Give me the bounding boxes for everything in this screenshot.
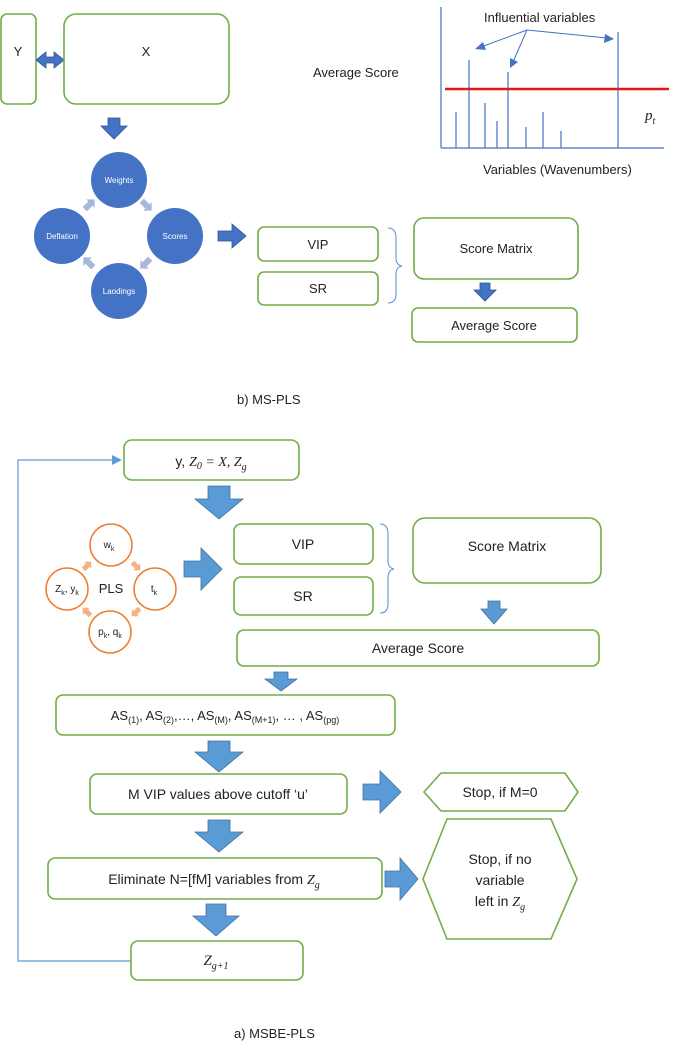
zk-yk-circle <box>45 567 89 611</box>
plot-average-score-label: Average Score <box>313 65 399 80</box>
deflation-circle <box>34 208 90 264</box>
deflation-label: Deflation <box>46 232 78 241</box>
down-arrow-as-to-cutoff <box>193 740 245 773</box>
as-sequence-label: AS(1), AS(2),…, AS(M), AS(M+1), … , AS(p… <box>111 708 340 725</box>
eliminate-box <box>47 857 383 900</box>
sr-box-b <box>257 271 379 306</box>
loadings-circle <box>91 263 147 319</box>
cycle-arrow-weights-scores <box>139 198 152 211</box>
pls-label: PLS <box>99 581 124 596</box>
down-arrow-average-to-as <box>263 671 299 692</box>
vip-cutoff-label: M VIP values above cutoff ‘u’ <box>128 786 308 802</box>
y-box <box>0 13 37 105</box>
influential-variables-label: Influential variables <box>484 10 596 25</box>
right-arrow-to-stop-none <box>384 856 419 902</box>
tk-circle <box>133 567 177 611</box>
wk-circle <box>89 523 133 567</box>
pk-qk-circle <box>88 610 132 654</box>
average-score-box-a <box>236 629 600 667</box>
down-arrow-score-to-average-a <box>480 600 508 625</box>
stop-none-line1: Stop, if no <box>468 851 531 867</box>
zg1-label: Zg+1 <box>203 953 228 972</box>
right-arrow-pls-to-vip <box>183 547 223 591</box>
vip-cutoff-box <box>89 773 348 815</box>
feedback-loop-line <box>17 459 131 962</box>
down-arrow-cutoff-to-eliminate <box>193 819 245 853</box>
wk-label: wk <box>103 540 115 553</box>
threshold-label: pt <box>644 108 656 127</box>
weights-circle <box>91 152 147 208</box>
down-arrow-eliminate-to-zg1 <box>191 903 241 937</box>
as-sequence-box <box>55 694 396 736</box>
stop-m0-hexagon <box>422 772 579 812</box>
x-axis-label: Variables (Wavenumbers) <box>483 162 632 177</box>
down-arrow-start-to-pls <box>193 485 245 520</box>
average-score-label-a: Average Score <box>372 640 465 656</box>
vip-box-a <box>233 523 374 565</box>
pls-arrow-tk-pk <box>131 606 142 617</box>
panel-b: Y X Weights Scores Laodings Deflation VI… <box>0 13 579 407</box>
average-score-label-b: Average Score <box>451 318 537 333</box>
score-matrix-box-a <box>412 517 602 584</box>
panel-a: y, Z0 = X, Zg wk tk pk, qk Zk, yk PLS VI… <box>17 439 602 1041</box>
stop-none-line2: variable <box>475 872 524 888</box>
caption-b: b) MS-PLS <box>237 392 301 407</box>
zk-yk-label: Zk, yk <box>55 584 79 597</box>
weights-label: Weights <box>105 176 134 185</box>
score-matrix-box-b <box>413 217 579 280</box>
x-box <box>63 13 230 105</box>
y-box-label: Y <box>14 44 23 59</box>
average-score-box-b <box>411 307 578 343</box>
eliminate-label: Eliminate N=[fM] variables from Zg <box>108 871 320 891</box>
pointer-arrows <box>475 29 614 68</box>
loadings-label: Laodings <box>103 287 135 296</box>
pk-qk-label: pk, qk <box>98 627 122 640</box>
double-arrow-y-x <box>35 51 65 69</box>
pls-arrow-wk-tk <box>130 560 141 571</box>
vip-box-b <box>257 226 379 262</box>
x-box-label: X <box>142 44 151 59</box>
score-matrix-label-a: Score Matrix <box>468 538 547 554</box>
right-arrow-to-stop-m0 <box>362 770 402 814</box>
brace-a <box>379 523 395 614</box>
stop-none-hexagon <box>422 818 578 940</box>
influential-variables-plot: Average Score Influential variables pt V… <box>313 7 669 177</box>
vip-label-b: VIP <box>308 237 329 252</box>
scores-circle <box>147 208 203 264</box>
sr-label-a: SR <box>293 588 312 604</box>
score-matrix-label-b: Score Matrix <box>460 241 533 256</box>
pls-arrow-pk-zk <box>82 607 93 618</box>
caption-a: a) MSBE-PLS <box>234 1026 315 1041</box>
start-box-label: y, Z0 = X, Zg <box>175 453 246 473</box>
down-arrow-score-to-average-b <box>473 282 497 302</box>
pls-cycle-arrows <box>81 560 142 618</box>
pls-arrow-zk-wk <box>81 561 92 572</box>
sr-box-a <box>233 576 374 616</box>
down-arrow-x-to-cycle <box>100 117 128 140</box>
feedback-loop-arrowhead <box>112 455 122 465</box>
stop-none-line3: left in Zg <box>475 893 525 913</box>
cycle-arrow-loadings-deflation <box>83 257 96 270</box>
stop-m0-label: Stop, if M=0 <box>462 784 537 800</box>
cycle-arrow-scores-loadings <box>140 256 153 269</box>
tk-label: tk <box>151 584 158 597</box>
vip-label-a: VIP <box>292 536 315 552</box>
brace-b <box>387 227 403 304</box>
cycle-arrow-deflation-weights <box>82 199 95 212</box>
right-arrow-cycle-to-vip <box>217 223 247 249</box>
scores-label: Scores <box>163 232 188 241</box>
start-box <box>123 439 300 481</box>
sr-label-b: SR <box>309 281 327 296</box>
cycle-arrows <box>82 198 153 270</box>
